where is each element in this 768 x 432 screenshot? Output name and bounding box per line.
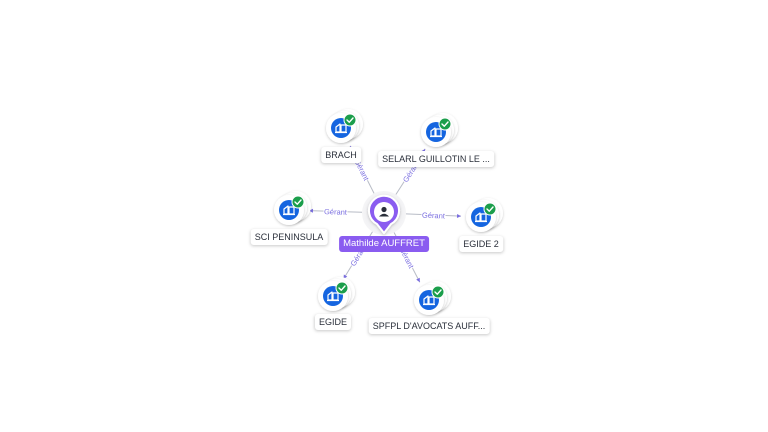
edge-label-group-sci: Gérant (323, 206, 348, 217)
check-icon (335, 281, 349, 295)
check-icon (483, 202, 497, 216)
company-name-spfpl[interactable]: SPFPL D'AVOCATS AUFF... (368, 318, 490, 334)
nodes-layer (274, 109, 503, 315)
check-icon (291, 195, 305, 209)
edge-arrow-sci (308, 208, 314, 213)
edge-label-group-egide2: Gérant (421, 209, 446, 221)
company-name-sci[interactable]: SCI PENINSULA (250, 229, 328, 245)
company-node-egide2[interactable] (466, 198, 503, 232)
company-node-brach[interactable] (326, 109, 363, 143)
edge-label-egide2: Gérant (422, 211, 446, 221)
company-node-selarl[interactable] (421, 113, 458, 147)
check-icon (438, 117, 452, 131)
check-icon (343, 113, 357, 127)
company-node-sci[interactable] (274, 191, 311, 225)
edge-label-sci: Gérant (324, 207, 348, 217)
check-icon (431, 285, 445, 299)
edge-arrow-egide2 (456, 214, 462, 219)
edge-arrow-spfpl (416, 277, 420, 283)
company-name-egide[interactable]: EGIDE (314, 314, 352, 330)
company-name-brach[interactable]: BRACH (321, 147, 361, 163)
person-name[interactable]: Mathilde AUFFRET (339, 236, 429, 252)
company-name-egide2[interactable]: EGIDE 2 (459, 236, 503, 252)
company-node-egide[interactable] (318, 277, 355, 311)
person-icon (379, 206, 389, 217)
person-node[interactable] (362, 191, 406, 235)
company-name-selarl[interactable]: SELARL GUILLOTIN LE ... (378, 151, 494, 167)
company-node-spfpl[interactable] (414, 281, 451, 315)
